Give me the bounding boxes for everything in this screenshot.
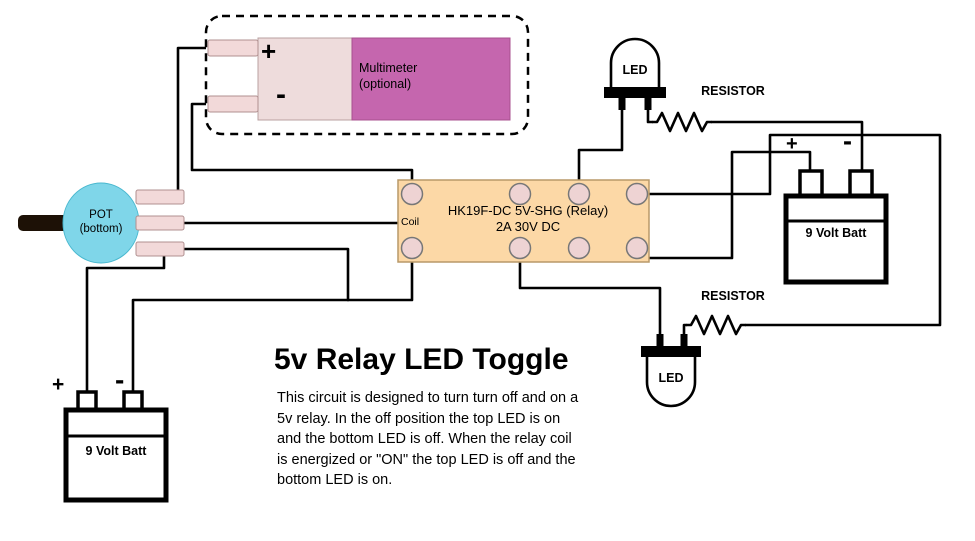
wire-led-top-right-to-resistor: [646, 106, 654, 124]
led-top-label: LED: [622, 63, 648, 77]
battery-left: [63, 390, 169, 503]
battery-right-label: 9 Volt Batt: [805, 226, 867, 240]
relay-pin-bottom-3: [567, 236, 591, 260]
battery-right-body: [783, 193, 889, 285]
relay-pin-top-1: [400, 182, 424, 206]
wire-battery-left-plus-to-pot: [85, 254, 166, 394]
resistor-top-label: RESISTOR: [701, 84, 765, 98]
relay-pin-bottom-4: [625, 236, 649, 260]
battery-left-minus-sign: -: [115, 364, 125, 395]
battery-left-label: 9 Volt Batt: [85, 444, 147, 458]
wire-battery-plus-to-relay-pin: [646, 150, 812, 260]
wires: [85, 46, 942, 394]
relay-coil-label: Coil: [401, 216, 420, 228]
multimeter-probe-block: [257, 37, 353, 121]
pot-tab-top: [135, 189, 185, 205]
resistor-bottom-label: RESISTOR: [701, 289, 765, 303]
relay-pin-bottom-1: [400, 236, 424, 260]
wire-pot-bottom-to-junction: [182, 247, 350, 302]
pot-shaft: [18, 215, 72, 231]
relay-pin-top-2: [508, 182, 532, 206]
battery-right: [783, 169, 889, 285]
battery-right-plus-sign: +: [786, 133, 798, 155]
wire-led-top-left-to-relay-pin: [577, 106, 624, 185]
resistor-bottom-zigzag: [686, 314, 746, 336]
wire-resistor-top-to-battery-minus: [710, 120, 864, 172]
wire-multimeter-minus-to-relay-pin: [190, 102, 414, 185]
wire-resistor-bottom-to-led-bottom: [682, 323, 688, 340]
multimeter-tab-plus: [207, 39, 259, 57]
potentiometer: [18, 182, 185, 264]
multimeter-label: Multimeter (optional): [359, 61, 418, 91]
page-title: 5v Relay LED Toggle: [274, 343, 569, 376]
battery-right-terminal-plus: [798, 169, 824, 199]
multimeter-body-block: [351, 37, 511, 121]
led-bottom-dome: [645, 356, 697, 408]
description-text: This circuit is designed to turn turn of…: [277, 390, 579, 489]
led-top: [604, 37, 666, 110]
multimeter-plus-sign: +: [261, 36, 277, 66]
pot-tab-bottom: [135, 241, 185, 257]
wire-multimeter-plus-to-pot: [176, 46, 210, 194]
led-bottom-label: LED: [658, 371, 684, 385]
resistor-top-zigzag: [652, 111, 712, 133]
relay-pin-bottom-2: [508, 236, 532, 260]
battery-right-minus-sign: -: [843, 126, 852, 156]
wire-relay-pin-to-resistor-bottom: [646, 133, 942, 327]
relay-pin-top-3: [567, 182, 591, 206]
led-top-base: [604, 87, 666, 98]
multimeter-tab-minus: [207, 95, 259, 113]
pot-label: POT (bottom): [79, 209, 123, 236]
wire-led-bottom-left-to-relay-pin: [518, 256, 662, 340]
multimeter: [204, 14, 530, 136]
battery-left-plus-sign: +: [52, 373, 65, 396]
relay-label: HK19F-DC 5V-SHG (Relay) 2A 30V DC: [447, 203, 609, 235]
led-top-dome: [609, 37, 661, 89]
multimeter-minus-sign: -: [276, 78, 286, 111]
relay: [397, 179, 650, 263]
led-bottom: [641, 334, 701, 408]
battery-left-body: [63, 407, 169, 503]
led-bottom-base: [641, 346, 701, 357]
battery-right-terminal-minus: [848, 169, 874, 199]
wire-battery-left-minus-to-relay-pin: [131, 257, 414, 394]
pot-tab-middle: [135, 215, 185, 231]
relay-pin-top-4: [625, 182, 649, 206]
